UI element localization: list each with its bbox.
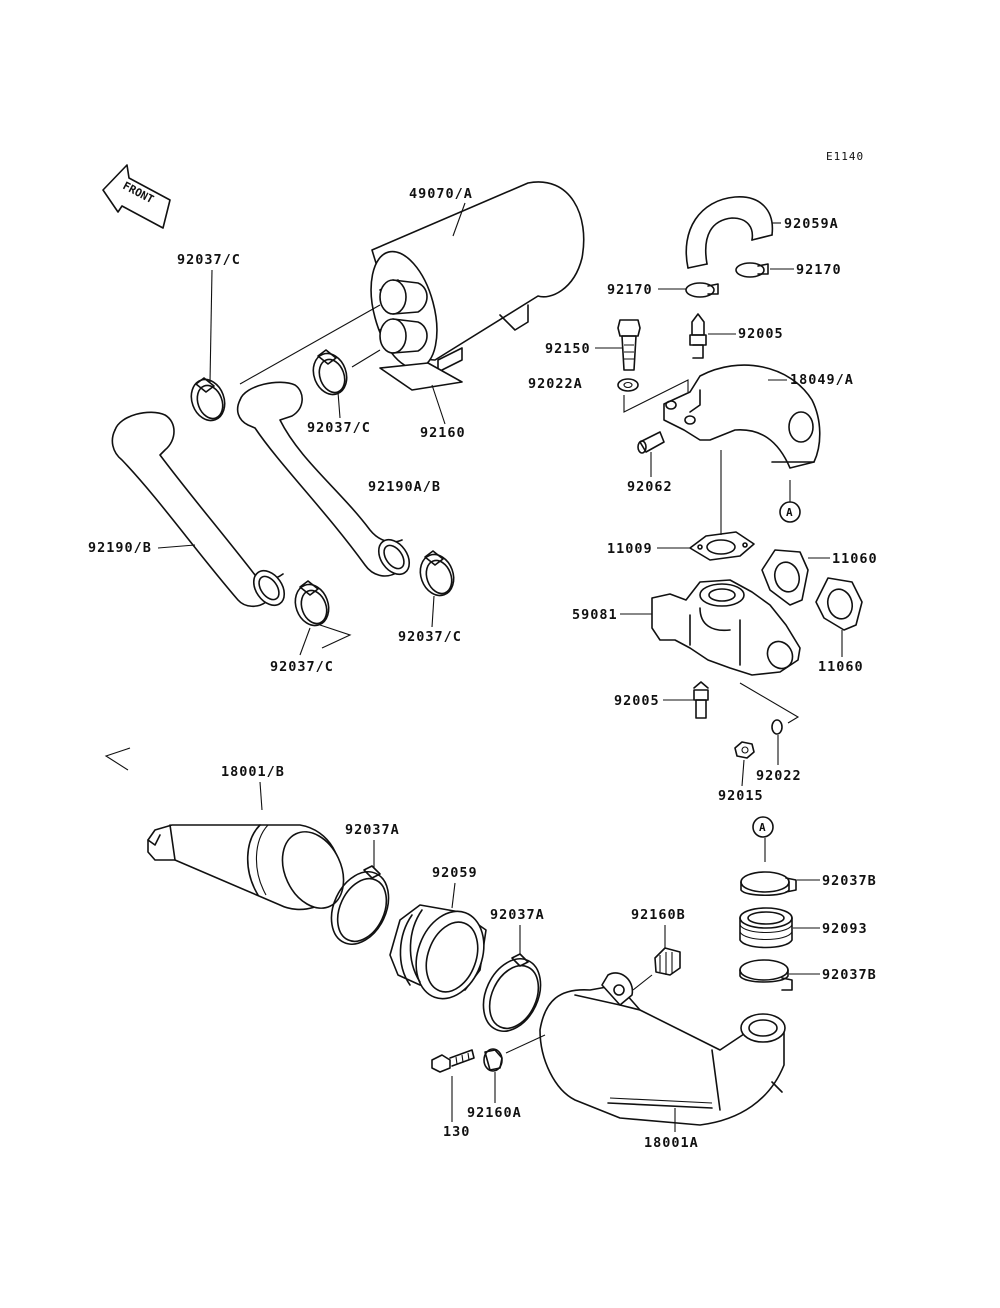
ref-marker-a-2-label: A <box>759 821 766 834</box>
clamp-92170-1 <box>685 282 719 298</box>
nut-92015 <box>734 741 755 759</box>
clamp-92037a-2 <box>482 953 542 1032</box>
bolt-92062 <box>637 431 665 454</box>
label-92160a: 92160A <box>467 1105 522 1121</box>
label-92093: 92093 <box>822 921 868 937</box>
label-92059: 92059 <box>432 865 478 881</box>
label-18001a: 18001A <box>644 1135 699 1151</box>
clamp-92037c-2 <box>312 349 348 396</box>
label-92022a: 92022A <box>528 376 583 392</box>
fitting-92005-1 <box>689 313 707 359</box>
gasket-11060-1 <box>761 549 809 606</box>
pad-92160 <box>379 362 463 391</box>
bolt-130 <box>431 1049 475 1073</box>
ref-marker-a-2 <box>752 816 774 838</box>
coupling-92059 <box>389 904 487 1000</box>
label-92059a: 92059A <box>784 216 839 232</box>
exhaust-pipe-18001a <box>539 972 786 1126</box>
washer-92022 <box>771 719 783 735</box>
label-92150: 92150 <box>545 341 591 357</box>
front-arrow-icon: FRONT <box>102 164 171 229</box>
label-92005-1: 92005 <box>738 326 784 342</box>
hose-92190ab <box>236 381 411 577</box>
washer-92022a <box>617 378 639 392</box>
label-92037b-1: 92037B <box>822 873 877 889</box>
label-92170-2: 92170 <box>796 262 842 278</box>
muffler-49070a <box>370 181 585 373</box>
label-92062: 92062 <box>627 479 673 495</box>
label-59081: 59081 <box>572 607 618 623</box>
hose-92190b <box>111 411 286 608</box>
manifold-59081 <box>651 579 801 676</box>
damper-92160a <box>483 1048 503 1072</box>
label-92160b: 92160B <box>631 907 686 923</box>
ref-marker-a-1-label: A <box>786 506 793 519</box>
label-92190b: 92190/B <box>88 540 152 556</box>
label-49070a: 49070/A <box>409 186 473 202</box>
clamp-92037c-1 <box>190 377 226 422</box>
label-92037c-4: 92037/C <box>270 659 334 675</box>
label-92037b-2: 92037B <box>822 967 877 983</box>
label-92037c-1: 92037/C <box>177 252 241 268</box>
label-11060-1: 11060 <box>832 551 878 567</box>
label-92015: 92015 <box>718 788 764 804</box>
label-11060-2: 11060 <box>818 659 864 675</box>
label-92037c-3: 92037/C <box>398 629 462 645</box>
diagram-code: E1140 <box>826 150 864 163</box>
bolt-92150 <box>617 319 641 371</box>
label-92005-2: 92005 <box>614 693 660 709</box>
label-11009: 11009 <box>607 541 653 557</box>
rubber-92093 <box>739 907 793 949</box>
label-92037a-1: 92037A <box>345 822 400 838</box>
label-92037c-2: 92037/C <box>307 420 371 436</box>
tailpipe-18001b <box>147 824 345 911</box>
clamp-92037c-3 <box>419 550 455 597</box>
clamp-92037b-1 <box>740 871 797 897</box>
clamp-92037a-1 <box>330 865 390 945</box>
hose-92059a <box>685 196 774 269</box>
label-18049a: 18049/A <box>790 372 854 388</box>
clamp-92037b-2 <box>739 959 793 991</box>
fitting-92005-2 <box>693 681 709 719</box>
label-130: 130 <box>443 1124 470 1140</box>
clamp-92037c-4 <box>294 580 330 627</box>
gasket-11009 <box>689 531 755 561</box>
damper-92160b <box>654 947 681 976</box>
gasket-11060-2 <box>815 577 863 631</box>
label-92170-1: 92170 <box>607 282 653 298</box>
label-92160: 92160 <box>420 425 466 441</box>
label-92190ab: 92190A/B <box>368 479 441 495</box>
clamp-92170-2 <box>735 262 769 278</box>
label-18001b: 18001/B <box>221 764 285 780</box>
exhaust-elbow-18049a <box>663 364 821 469</box>
label-92037a-2: 92037A <box>490 907 545 923</box>
label-92022: 92022 <box>756 768 802 784</box>
